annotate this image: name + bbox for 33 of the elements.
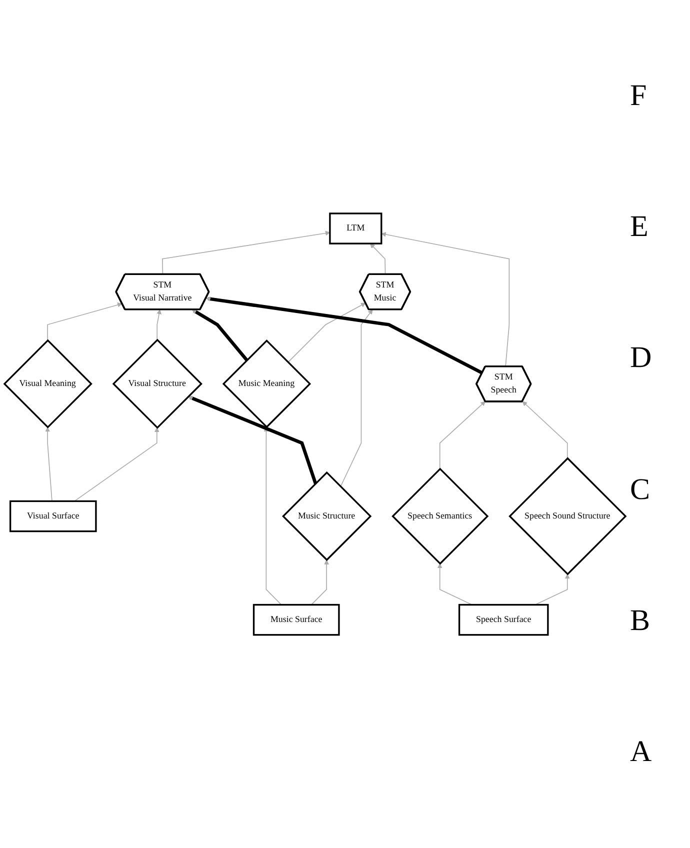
level-letter: D: [630, 341, 653, 376]
node-box: Visual Surface: [9, 500, 97, 532]
level-letter: C: [630, 472, 652, 507]
arrow: [288, 302, 366, 363]
arrow: [156, 309, 162, 340]
node-box: Music Surface: [252, 604, 340, 636]
level-letter: E: [630, 210, 650, 244]
arrow: [437, 563, 472, 606]
arrow: [522, 400, 568, 459]
arrow: [370, 243, 386, 275]
arrow: [188, 396, 318, 484]
node-diamond: Visual Meaning: [3, 339, 92, 428]
node-diamond: Music Structure: [282, 471, 372, 561]
node-box: LTM: [329, 212, 382, 244]
arrow: [192, 309, 248, 362]
node-diamond: Speech Sound Structure: [508, 457, 627, 576]
arrow: [310, 560, 329, 606]
arrow: [534, 574, 570, 606]
arrow: [74, 427, 160, 502]
level-letter: A: [630, 735, 653, 770]
arrow: [47, 302, 122, 341]
arrow: [45, 426, 52, 502]
arrow: [206, 296, 484, 374]
arrow: [439, 400, 486, 470]
node-box: Speech Surface: [458, 604, 549, 636]
node-diamond: Speech Semantics: [392, 468, 489, 565]
arrow: [381, 232, 510, 367]
level-letter: B: [630, 604, 652, 638]
node-diamond: Visual Structure: [112, 338, 202, 429]
arrow: [162, 230, 330, 275]
level-letter: F: [630, 78, 648, 113]
node-diamond: Music Meaning: [222, 339, 312, 428]
arrow: [340, 309, 373, 487]
